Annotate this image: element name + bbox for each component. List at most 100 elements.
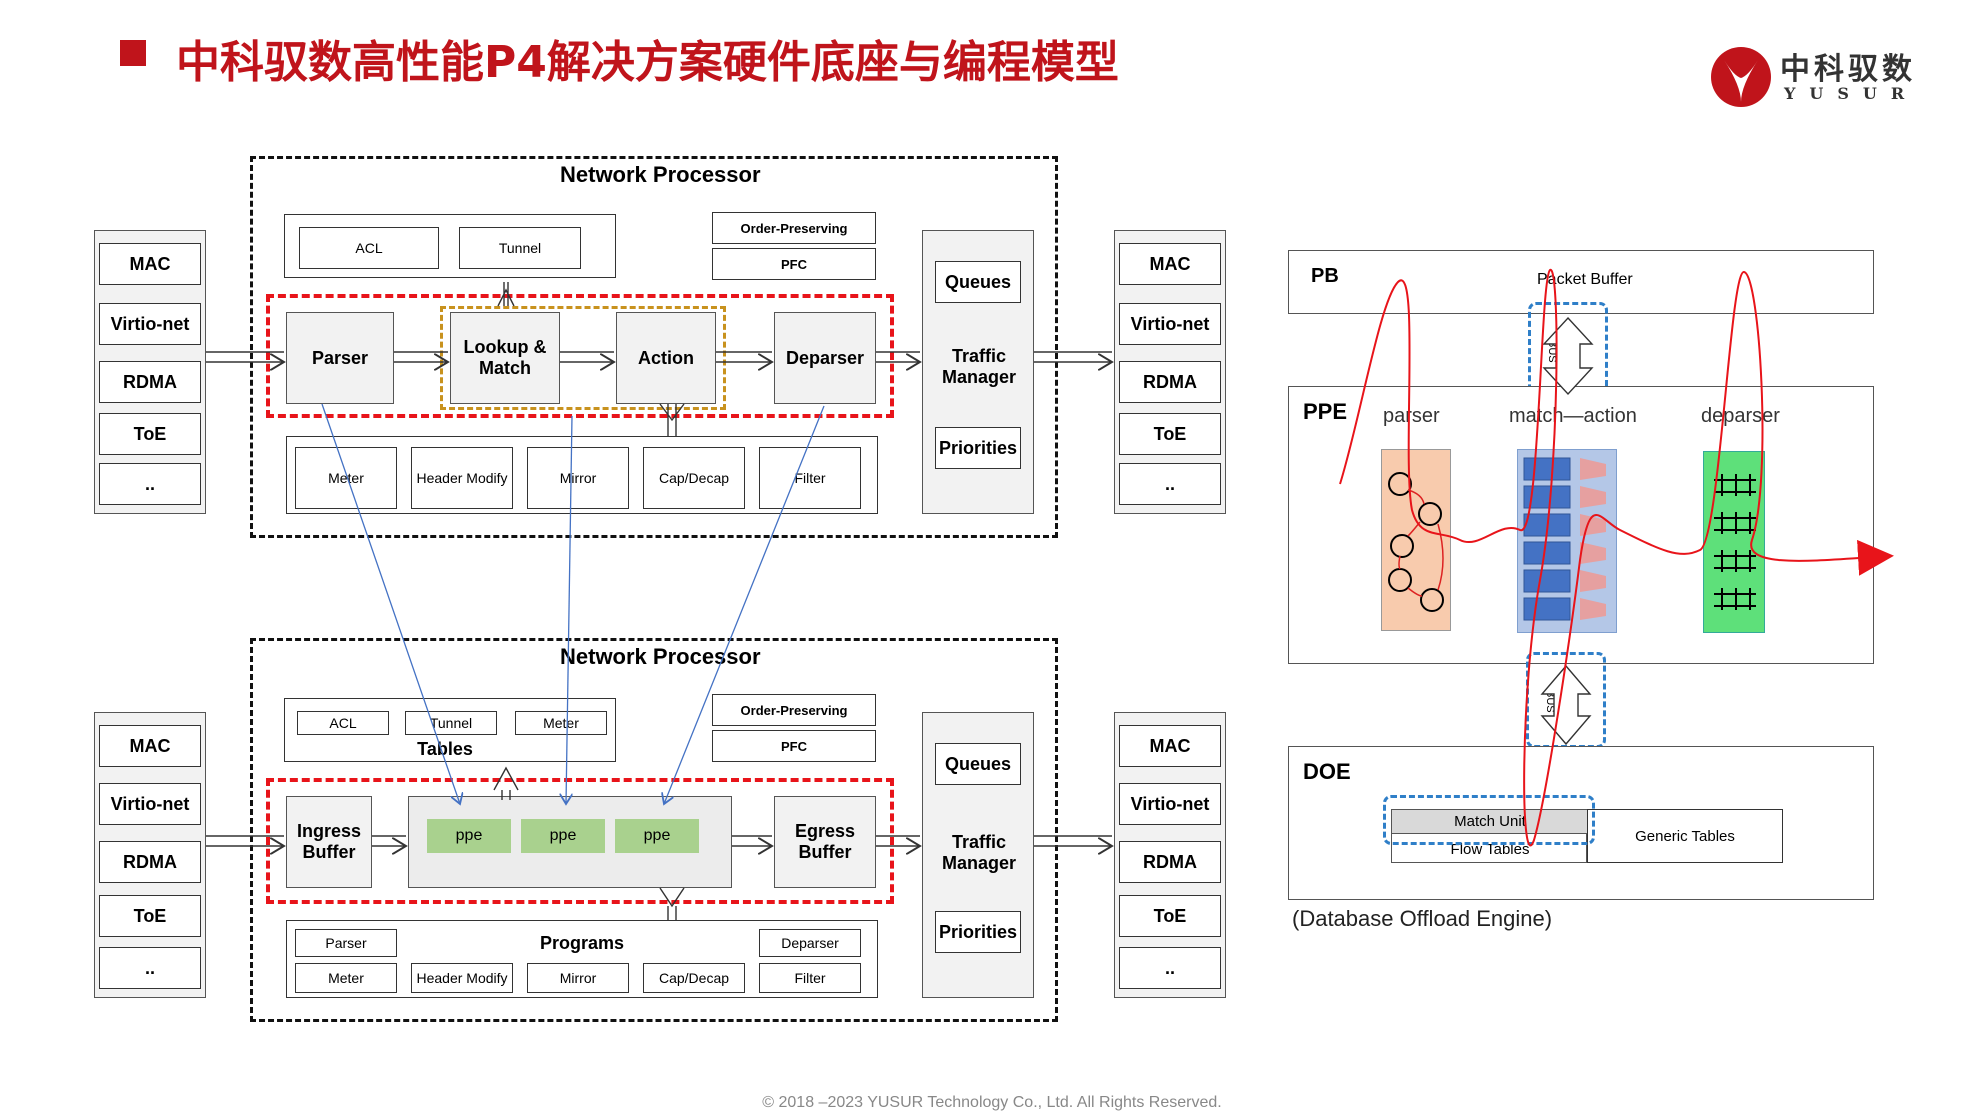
np-bottom-tunnel: Tunnel [405, 711, 497, 735]
np-top-capdecap: Cap/Decap [643, 447, 745, 509]
np-bottom-ppe-1: ppe [427, 819, 511, 853]
np-top-meter: Meter [295, 447, 397, 509]
iface-toe: ToE [1119, 413, 1221, 455]
iface-toe: ToE [99, 895, 201, 937]
logo-mark-icon [1711, 47, 1771, 107]
np-bottom-prog-parser: Parser [295, 929, 397, 957]
page-title: 中科驭数高性能P4解决方案硬件底座与编程模型 [176, 37, 1119, 88]
np-bottom-prog-header-modify: Header Modify [411, 963, 513, 993]
np-bottom-ingress: Ingress Buffer [286, 796, 372, 888]
bus-bottom-label: BUS [1544, 690, 1556, 713]
np-bottom-tm: Queues Traffic Manager Priorities [922, 712, 1034, 998]
ppe-match-action-block [1517, 449, 1617, 633]
np-top-parser: Parser [286, 312, 394, 404]
title-bullet [120, 40, 146, 66]
logo: 中科驭数 YUSUR [1710, 42, 1970, 112]
iface-mac: MAC [1119, 725, 1221, 767]
np-bottom-tm-label: Traffic Manager [941, 832, 1017, 873]
logo-cn: 中科驭数 [1780, 52, 1916, 87]
np-top-mirror: Mirror [527, 447, 629, 509]
logo-en: YUSUR [1784, 84, 1919, 103]
np-top-pfc: PFC [712, 248, 876, 280]
ppe-label: PPE [1303, 399, 1348, 424]
np-top-deparser: Deparser [774, 312, 876, 404]
np-bottom-prog-mirror: Mirror [527, 963, 629, 993]
np-top-tm: Queues Traffic Manager Priorities [922, 230, 1034, 514]
pb-label: PB [1311, 265, 1339, 287]
np-bottom-egress: Egress Buffer [774, 796, 876, 888]
match-unit-highlight [1383, 795, 1595, 845]
iface-more: .. [99, 463, 201, 505]
iface-mac: MAC [1119, 243, 1221, 285]
np-bottom-acl: ACL [297, 711, 389, 735]
np-bottom-ppe-3: ppe [615, 819, 699, 853]
generic-tables: Generic Tables [1587, 809, 1783, 863]
interfaces-right-bottom: MAC Virtio-net RDMA ToE .. [1114, 712, 1226, 998]
np-top-lookup: Lookup & Match [450, 312, 560, 404]
np-bottom-programs-label: Programs [539, 932, 625, 953]
ppe-parser-block [1381, 449, 1451, 631]
bus-bottom [1526, 652, 1606, 748]
np-top-tm-label: Traffic Manager [941, 346, 1017, 387]
iface-virtio-net: Virtio-net [1119, 783, 1221, 825]
ppe-deparser-block [1703, 451, 1765, 633]
np-bottom-title: Network Processor [560, 644, 761, 669]
packet-buffer-label: Packet Buffer [1537, 271, 1633, 288]
iface-more: .. [1119, 463, 1221, 505]
np-bottom-prog-capdecap: Cap/Decap [643, 963, 745, 993]
iface-mac: MAC [99, 243, 201, 285]
np-bottom-tables: ACL Tunnel Meter Tables [284, 698, 616, 762]
iface-virtio-net: Virtio-net [99, 783, 201, 825]
doe-label: DOE [1303, 759, 1351, 784]
np-bottom-pfc: PFC [712, 730, 876, 762]
match-action-table-icon [1523, 457, 1606, 621]
ppe-parser-label: parser [1383, 405, 1440, 427]
iface-more: .. [99, 947, 201, 989]
np-top-frame [250, 156, 1058, 538]
np-bottom-meter: Meter [515, 711, 607, 735]
parser-state-graph-icon [1388, 472, 1444, 612]
np-bottom-prog-filter: Filter [759, 963, 861, 993]
np-bottom-queues: Queues [935, 743, 1021, 785]
np-top-acl: ACL [299, 227, 439, 269]
ppe-deparser-label: deparser [1701, 405, 1780, 427]
np-top-queues: Queues [935, 261, 1021, 303]
np-top-filter: Filter [759, 447, 861, 509]
iface-toe: ToE [1119, 895, 1221, 937]
np-top-actions: Meter Header Modify Mirror Cap/Decap Fil… [286, 436, 878, 514]
doe-box: DOE Match Unit Flow Tables Generic Table… [1288, 746, 1874, 900]
np-bottom-frame [250, 638, 1058, 1022]
interfaces-left-bottom: MAC Virtio-net RDMA ToE .. [94, 712, 206, 998]
np-bottom-ppe-2: ppe [521, 819, 605, 853]
iface-virtio-net: Virtio-net [1119, 303, 1221, 345]
np-top-tunnel: Tunnel [459, 227, 581, 269]
np-top-tables: ACL Tunnel [284, 214, 616, 278]
np-top-order: Order-Preserving [712, 212, 876, 244]
np-bottom-order: Order-Preserving [712, 694, 876, 726]
interfaces-right-top: MAC Virtio-net RDMA ToE .. [1114, 230, 1226, 514]
doe-caption: (Database Offload Engine) [1292, 906, 1553, 931]
np-bottom-programs: Parser Programs Deparser Meter Header Mo… [286, 920, 878, 998]
iface-rdma: RDMA [99, 361, 201, 403]
deparser-stack-icon [1714, 474, 1756, 610]
ppe-box: PPE parser match—action deparser [1288, 386, 1874, 664]
np-bottom-ppe-array: ppe ppe ppe [408, 796, 732, 888]
iface-rdma: RDMA [1119, 841, 1221, 883]
iface-rdma: RDMA [1119, 361, 1221, 403]
np-bottom-prog-meter: Meter [295, 963, 397, 993]
np-bottom-tables-label: Tables [417, 738, 473, 759]
iface-toe: ToE [99, 413, 201, 455]
footer-copyright: © 2018 –2023 YUSUR Technology Co., Ltd. … [762, 1094, 1222, 1111]
interfaces-left-top: MAC Virtio-net RDMA ToE .. [94, 230, 206, 514]
iface-rdma: RDMA [99, 841, 201, 883]
np-top-header-modify: Header Modify [411, 447, 513, 509]
iface-virtio-net: Virtio-net [99, 303, 201, 345]
bus-top-label: BUS [1546, 340, 1558, 363]
np-bottom-prog-deparser: Deparser [759, 929, 861, 957]
np-top-action: Action [616, 312, 716, 404]
iface-mac: MAC [99, 725, 201, 767]
iface-more: .. [1119, 947, 1221, 989]
np-top-title: Network Processor [560, 162, 761, 187]
np-bottom-priorities: Priorities [935, 911, 1021, 953]
np-top-priorities: Priorities [935, 427, 1021, 469]
